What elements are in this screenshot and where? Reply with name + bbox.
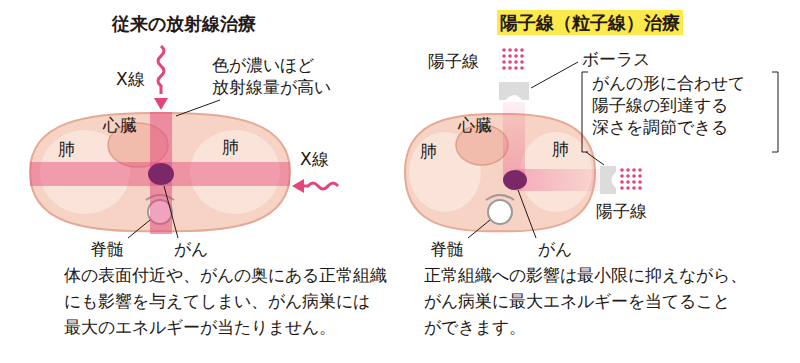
caption-text: 体の表面付近や、がんの奥にある正常組織 にも影響を与えてしまい、がん病巣には 最… (64, 262, 409, 340)
organ-label: 心臓 (103, 114, 137, 136)
bolus-label: ボーラス (582, 48, 650, 70)
panel-title: 従来の放射線治療 (112, 12, 256, 35)
beam-label: 陽子線 (428, 50, 479, 72)
bolus-note: がんの形に合わせて 陽子線の到達する 深さを調節できる (592, 72, 770, 138)
organ-label: 心臓 (458, 114, 492, 136)
beam-label: 陽子線 (596, 200, 647, 222)
organ-label: 肺 (222, 136, 239, 158)
leader-lines-right (468, 62, 778, 238)
organ-label: 脊髄 (430, 238, 464, 260)
organ-label: 肺 (552, 138, 569, 160)
caption-text: 正常組織への影響は最小限に抑えながら、 がん病巣に最大エネルギーを当てること が… (424, 262, 789, 340)
organ-label: 肺 (420, 140, 437, 162)
organ-label: 肺 (58, 138, 75, 160)
leader-lines-left (128, 100, 220, 238)
beam-label: X線 (116, 68, 145, 90)
panel-title: 陽子線（粒子線）治療 (497, 10, 683, 35)
beam-label: X線 (300, 148, 329, 170)
dose-note: 色が濃いほど 放射線量が高い (212, 54, 347, 98)
organ-label: 脊髄 (90, 238, 124, 260)
tumor-label: がん (538, 238, 572, 260)
tumor-label: がん (174, 238, 208, 260)
